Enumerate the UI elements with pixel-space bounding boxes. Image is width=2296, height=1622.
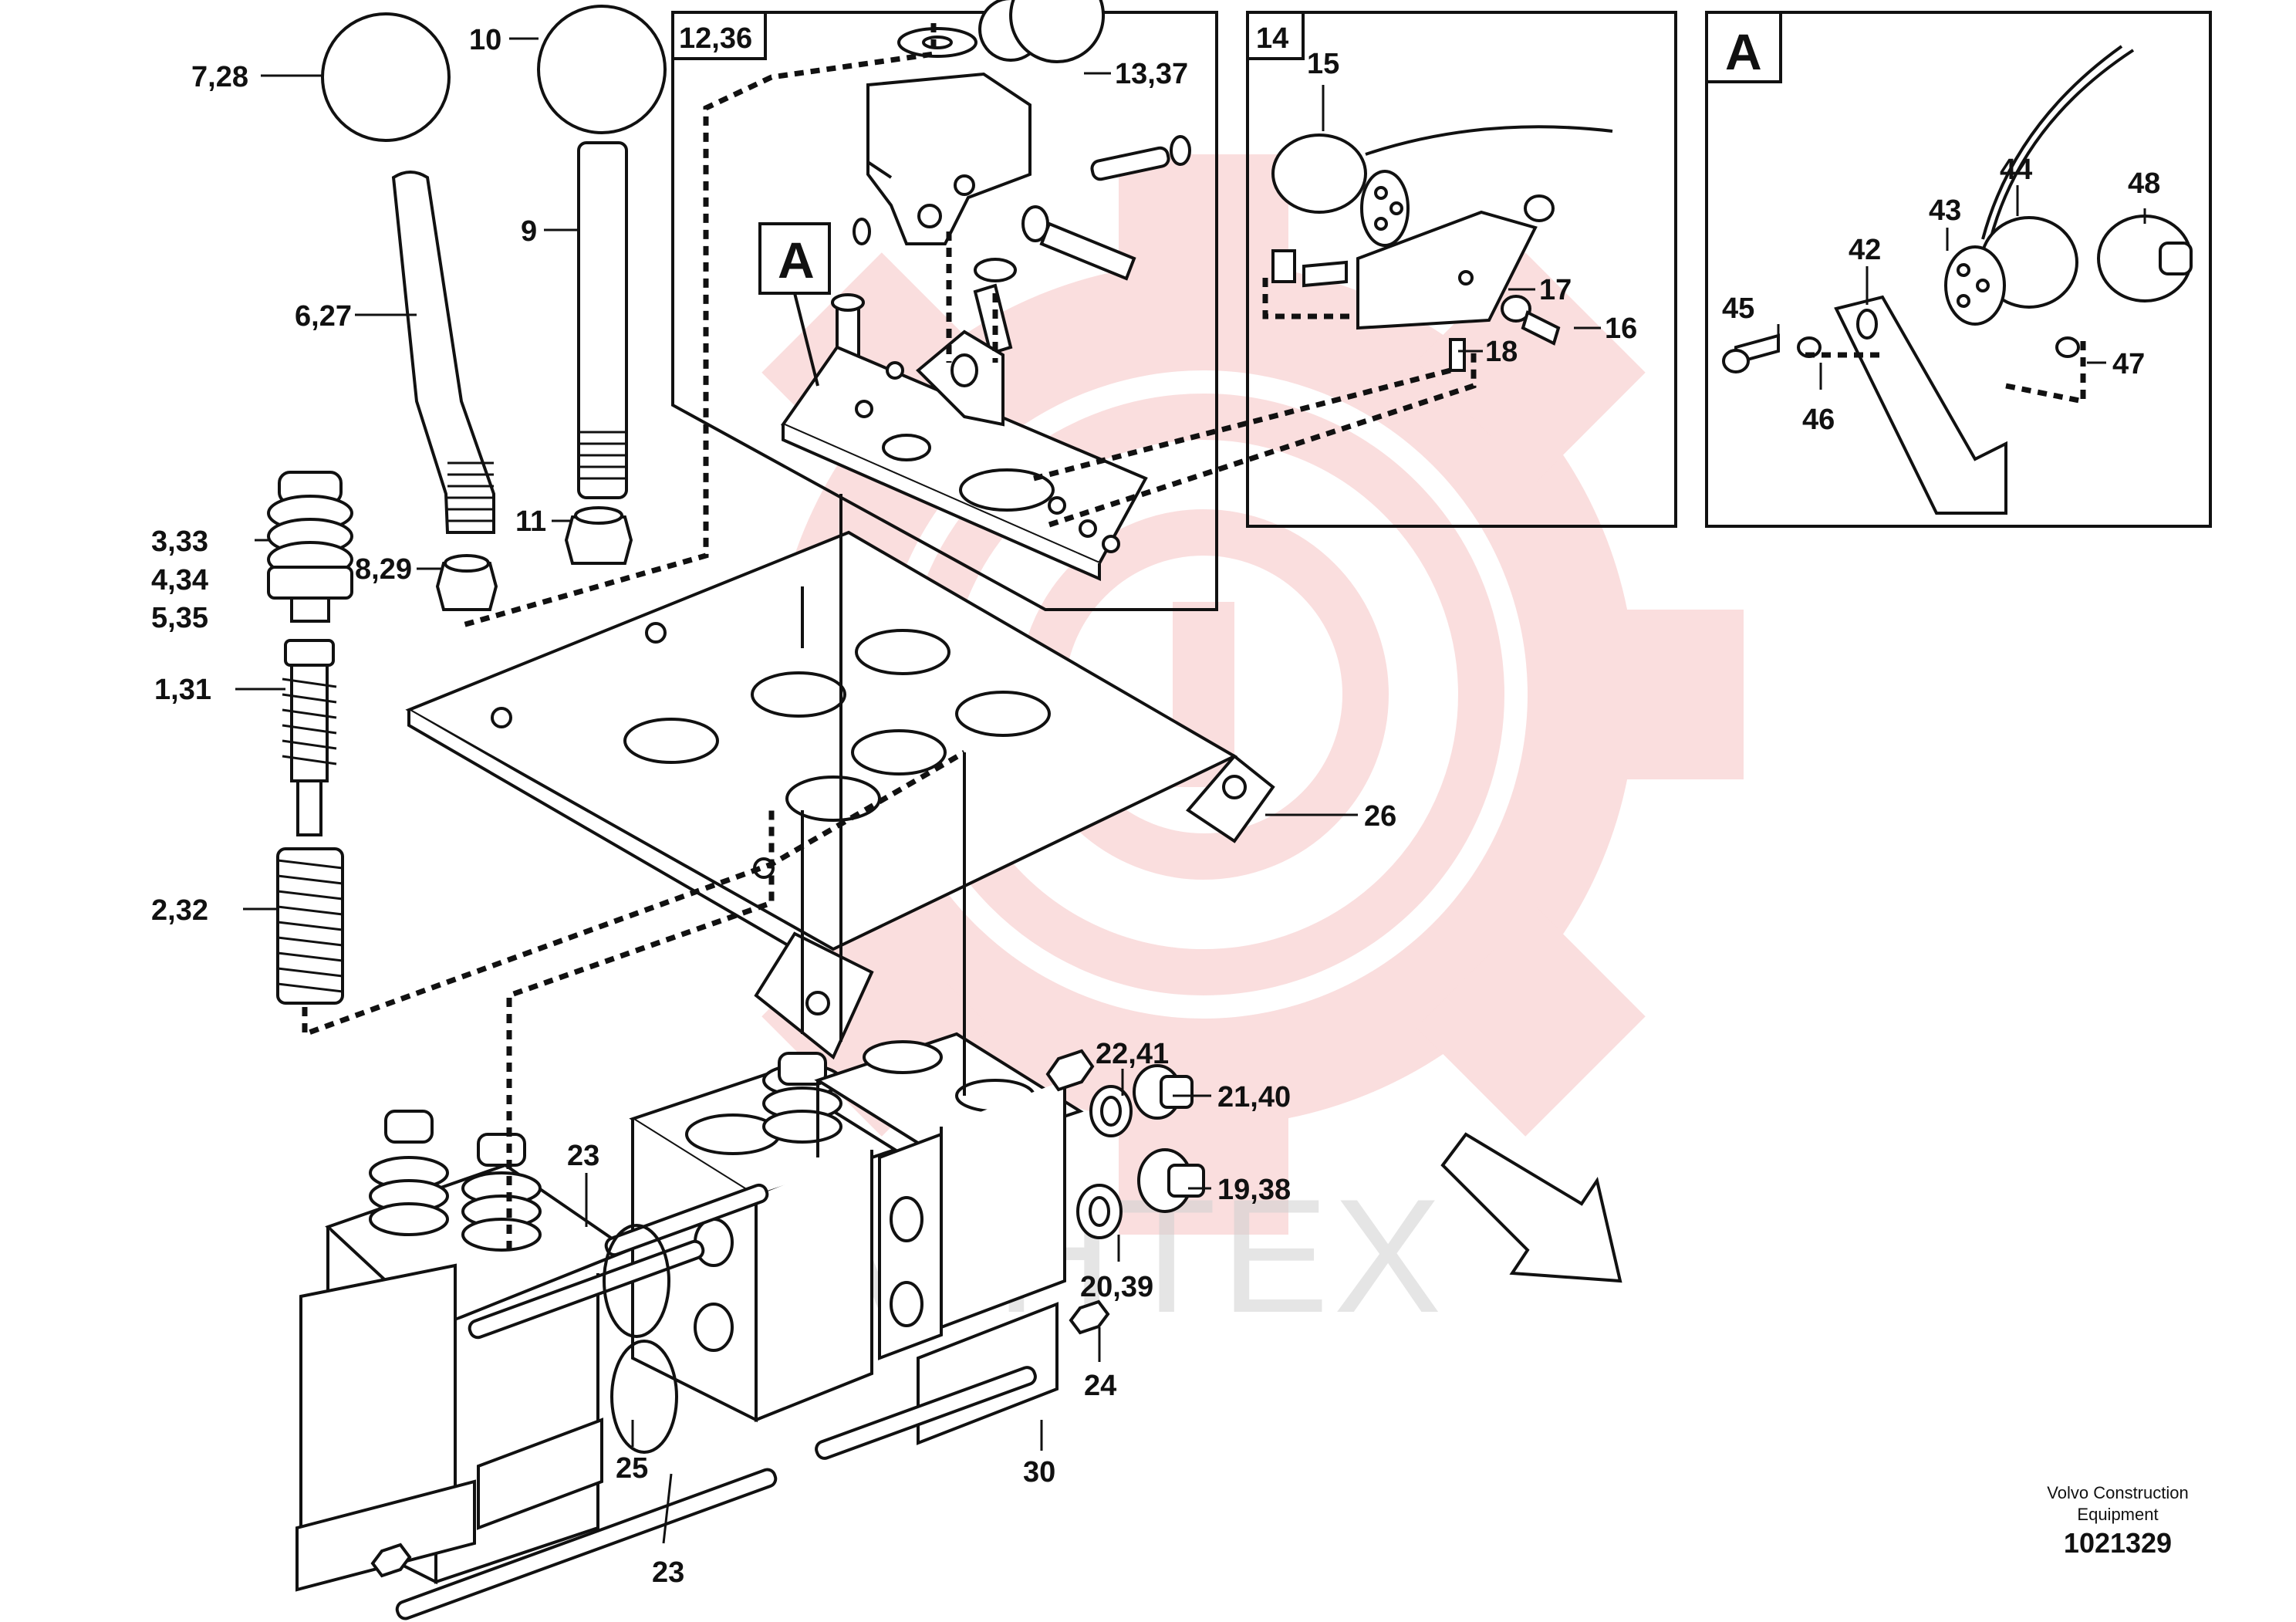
callout-22-41: 22,41 [1096, 1038, 1169, 1070]
callout-44: 44 [2000, 154, 2032, 186]
callout-10: 10 [469, 24, 501, 56]
callout-3-33: 3,33 [151, 525, 208, 558]
callout-20-39: 20,39 [1080, 1271, 1153, 1303]
knob-7-28 [321, 12, 451, 142]
port-fittings [370, 1049, 1205, 1578]
valve-section-left [295, 1110, 633, 1592]
drawing-number: 1021329 [2064, 1527, 2172, 1559]
callout-18: 18 [1485, 336, 1518, 368]
callout-A-reference: A [778, 231, 815, 289]
brand-line-2: Equipment [2077, 1505, 2158, 1524]
callout-48: 48 [2128, 167, 2160, 200]
leader-lines [235, 37, 2146, 1544]
callout-9: 9 [521, 215, 537, 248]
callout-23-upper: 23 [567, 1140, 599, 1172]
callout-30: 30 [1023, 1456, 1055, 1489]
detail-frame-14 [1246, 11, 1677, 528]
callout-11: 11 [515, 505, 546, 538]
callout-16: 16 [1605, 313, 1637, 345]
nut-11 [564, 506, 633, 565]
sensor-bracket-assembly-14 [1271, 125, 1613, 372]
callout-14: 14 [1256, 22, 1288, 55]
brand-line-1: Volvo Construction [2047, 1483, 2188, 1502]
callout-A-frame: A [1725, 23, 1762, 80]
valve-section-right [814, 1032, 1084, 1445]
detail-A-reference [758, 222, 831, 387]
callout-1-31: 1,31 [154, 674, 211, 706]
callout-8-29: 8,29 [355, 553, 412, 586]
spring-assembly-3-33 [267, 471, 353, 623]
callout-42: 42 [1849, 234, 1881, 266]
callout-15: 15 [1307, 48, 1339, 80]
lever-bracket-assembly [831, 0, 1191, 364]
sensor-bracket-assembly-A [1722, 45, 2193, 515]
valve-section-middle [629, 1052, 899, 1423]
o-rings-25 [603, 1224, 678, 1454]
callout-labels: 7,28 10 12,36 13,37 14 15 17 16 18 A A 9… [151, 22, 2160, 1589]
detail-frame-A [1705, 11, 2212, 528]
callout-12-36: 12,36 [679, 22, 752, 55]
callout-5-35: 5,35 [151, 602, 208, 634]
callout-47: 47 [2112, 348, 2145, 380]
straight-lever-rod-9 [577, 141, 628, 499]
callout-2-32: 2,32 [151, 894, 208, 927]
callout-13-37: 13,37 [1115, 58, 1188, 90]
assembly-guide-lines [302, 23, 2086, 1250]
mounting-plate-26 [405, 530, 1275, 1060]
callout-21-40: 21,40 [1217, 1081, 1291, 1113]
callout-7-28: 7,28 [191, 61, 248, 93]
callout-23-lower: 23 [652, 1556, 684, 1589]
callout-45: 45 [1722, 292, 1754, 325]
spring-2-32 [276, 847, 344, 1005]
callout-19-38: 19,38 [1217, 1174, 1291, 1206]
callout-24: 24 [1084, 1370, 1116, 1402]
callout-43: 43 [1929, 194, 1961, 227]
plunger-1-31 [282, 639, 337, 836]
knob-10 [537, 5, 667, 134]
nut-8-29 [435, 554, 498, 611]
callout-17: 17 [1539, 274, 1572, 306]
direction-arrow [1440, 1132, 1622, 1283]
drawing-footer: Volvo Construction Equipment 1021329 [2047, 1483, 2188, 1559]
detail-frame-12-36 [671, 11, 1218, 611]
callout-6-27: 6,27 [295, 300, 352, 333]
callout-4-34: 4,34 [151, 564, 208, 596]
callout-26: 26 [1364, 800, 1396, 833]
callout-46: 46 [1802, 404, 1835, 436]
callout-25: 25 [616, 1452, 648, 1485]
tie-rods-23 [395, 1183, 1037, 1620]
lever-base-plate [780, 329, 1148, 582]
bent-lever-rod-6-27 [391, 171, 495, 534]
